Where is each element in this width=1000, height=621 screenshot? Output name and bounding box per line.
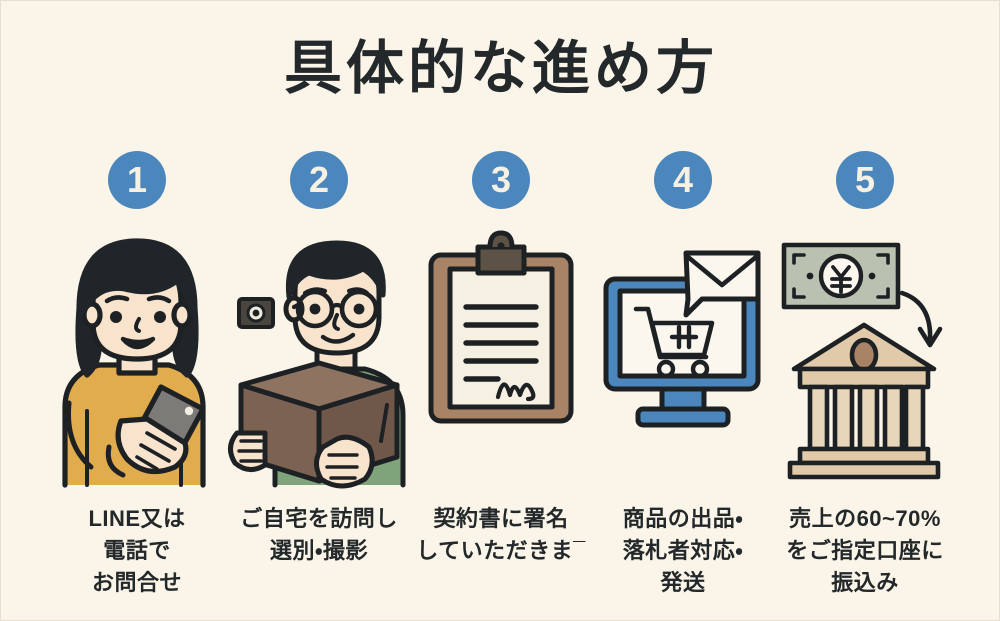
step-number-badge-1: 1	[108, 151, 166, 209]
step-4: 4	[593, 151, 773, 621]
step-number-badge-4: 4	[654, 151, 712, 209]
man-holding-cardboard-box-illustration	[228, 235, 409, 489]
step-number-badge-3: 3	[472, 151, 530, 209]
step-caption-3: 契約書に署名 していただきま¯	[416, 506, 586, 563]
step-1: 1	[47, 151, 227, 621]
step-5: 5	[775, 151, 955, 621]
step-caption-1: LINE又は 電話で お問合せ	[88, 506, 186, 595]
step-caption-2: ご自宅を訪問し 選別・撮影	[240, 506, 398, 563]
step-2: 2	[228, 151, 409, 621]
step-3: 3	[411, 151, 591, 621]
woman-with-smartphone-illustration	[47, 235, 227, 488]
monitor-shopping-cart-mail-icon	[593, 235, 773, 485]
step-caption-4: 商品の出品・ 落札者対応・ 発送	[622, 506, 744, 595]
step-number-badge-5: 5	[836, 151, 894, 209]
clipboard-signed-contract-icon	[411, 230, 591, 485]
steps-row: 1	[1, 151, 1000, 621]
step-number-badge-2: 2	[290, 151, 348, 209]
step-caption-5: 売上の60~70% をご指定口座に 振込み	[786, 506, 944, 595]
banknote-to-bank-building-icon	[775, 235, 955, 485]
page-title: 具体的な進め方	[283, 36, 718, 101]
